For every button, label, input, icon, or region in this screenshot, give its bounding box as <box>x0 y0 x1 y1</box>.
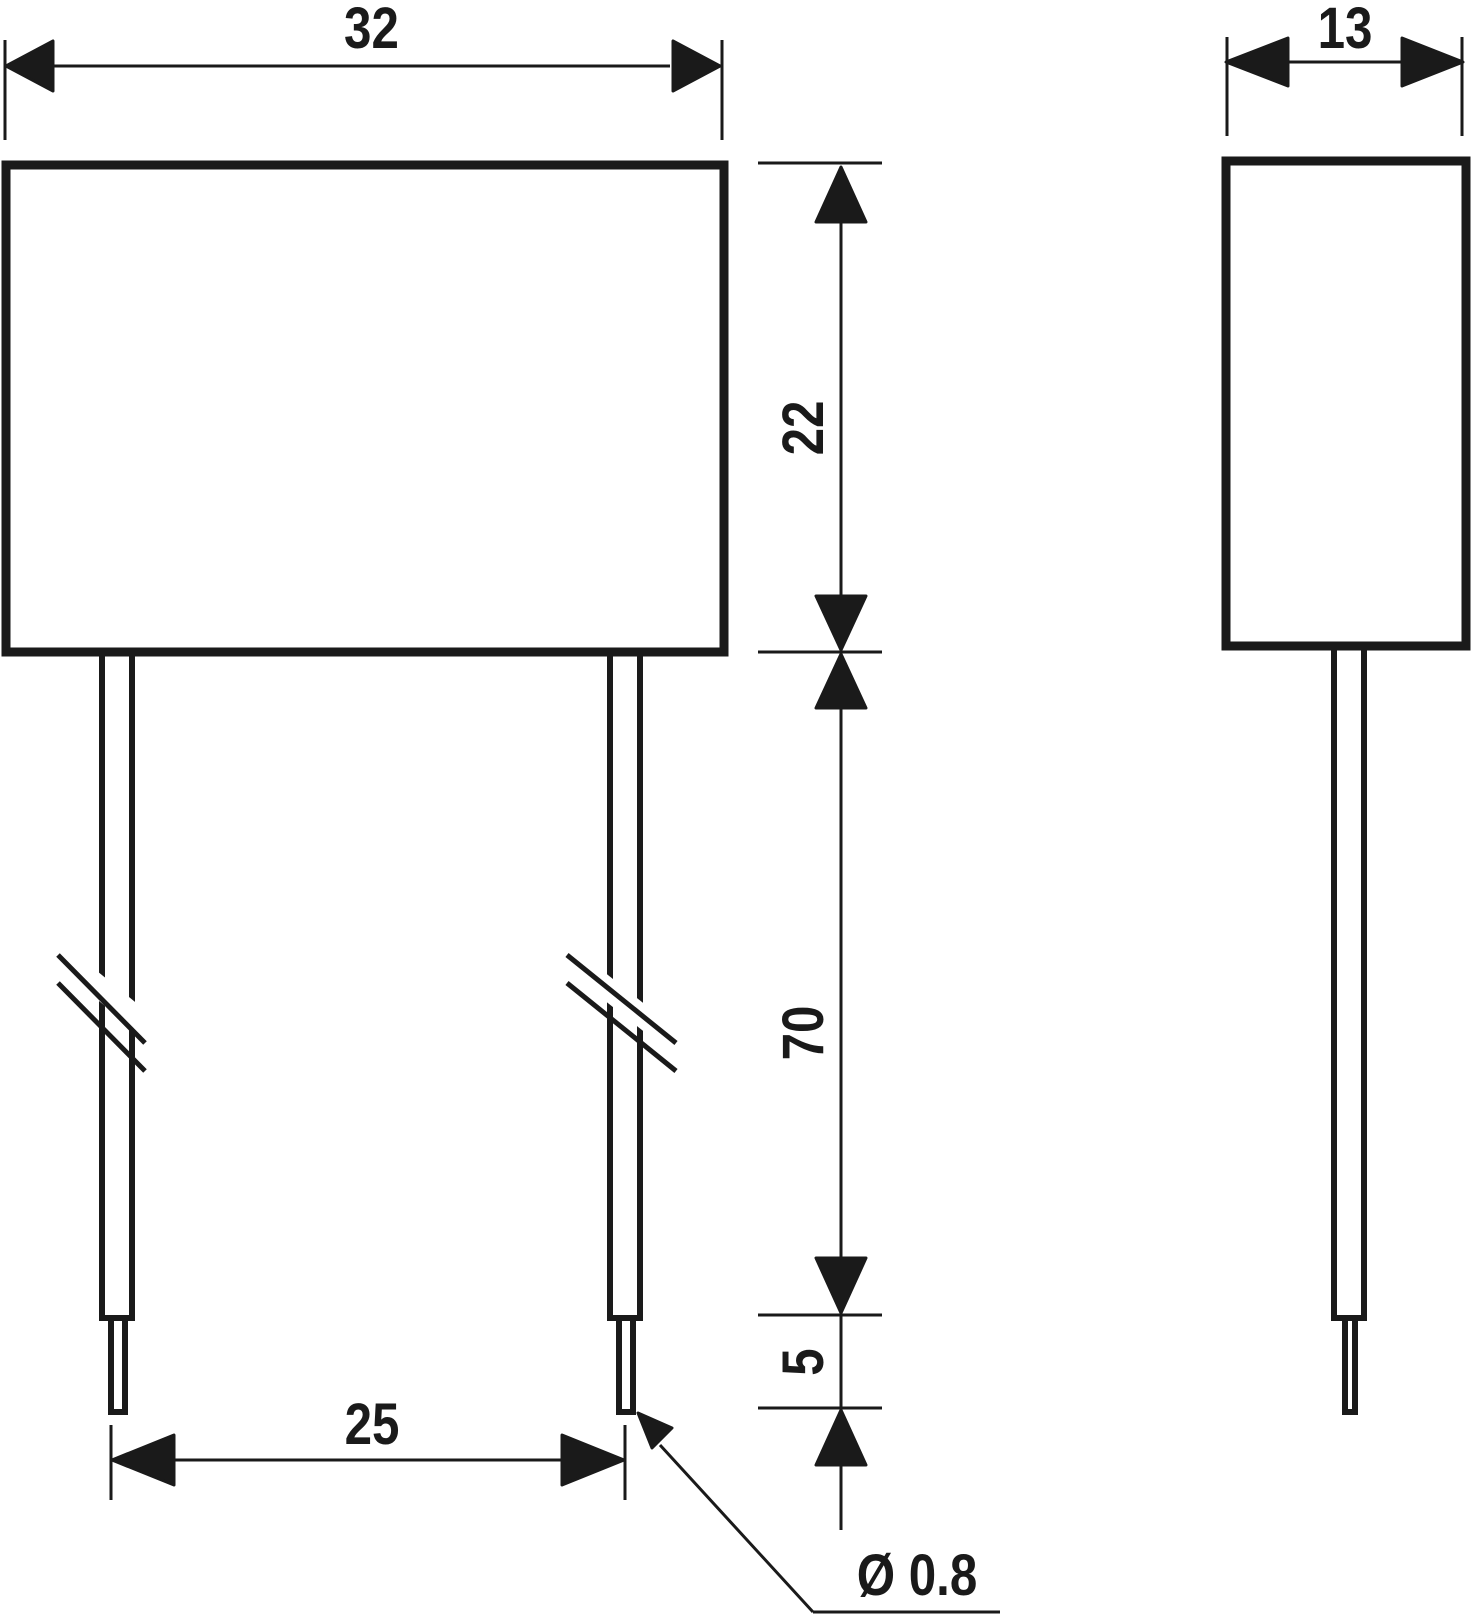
vertical-dimension-chain <box>758 161 882 1530</box>
height-label: 22 <box>771 401 836 456</box>
arrow-up-icon <box>814 165 868 224</box>
leader-arrow-icon <box>636 1411 674 1450</box>
diameter-leader <box>658 1443 1000 1614</box>
depth-label: 13 <box>1318 0 1373 61</box>
arrow-left-icon <box>1224 36 1290 88</box>
side-lead <box>1331 650 1367 1415</box>
arrow-left-icon <box>110 1433 176 1487</box>
lead-tip-label: 5 <box>771 1348 836 1375</box>
arrow-up-icon <box>814 652 868 710</box>
right-lead <box>607 656 643 1415</box>
right-lead-break-mark <box>558 946 683 1073</box>
arrow-up-icon <box>814 1408 868 1467</box>
lead-diameter-label: Ø 0.8 <box>857 1543 978 1608</box>
arrow-down-icon <box>814 1256 868 1315</box>
lead-spacing-dimension <box>109 1425 627 1500</box>
left-lead-break-mark <box>53 946 175 1073</box>
lead-length-label: 70 <box>771 1006 836 1061</box>
width-label: 32 <box>344 0 399 61</box>
width-dimension <box>3 40 724 140</box>
arrow-right-icon <box>671 39 722 93</box>
side-body-outline <box>1221 156 1471 651</box>
lead-spacing-label: 25 <box>345 1392 400 1457</box>
arrow-left-icon <box>4 39 55 93</box>
arrow-down-icon <box>814 594 868 652</box>
arrow-right-icon <box>560 1433 626 1487</box>
left-lead <box>99 656 135 1415</box>
depth-dimension <box>1225 37 1464 136</box>
front-body-outline <box>1 160 729 657</box>
arrow-right-icon <box>1400 36 1465 88</box>
